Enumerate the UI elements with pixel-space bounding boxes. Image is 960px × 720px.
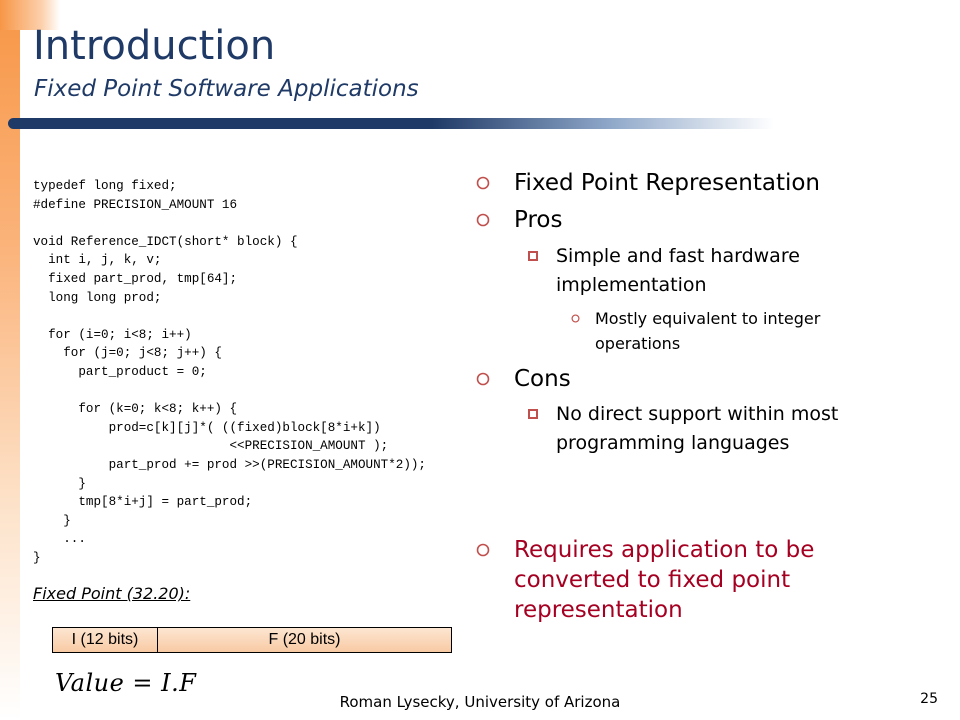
footer-author: Roman Lysecky, University of Arizona	[339, 693, 621, 711]
bullet-text: Pros	[514, 207, 563, 233]
title-underline-cap	[8, 118, 22, 129]
bullet-text: Mostly equivalent to integer operations	[595, 309, 821, 353]
top-accent-gradient	[0, 0, 60, 30]
ring-bullet-icon	[571, 314, 580, 323]
ring-bullet-icon	[476, 372, 490, 386]
slide-title: Introduction	[33, 23, 276, 69]
page-number: 25	[920, 691, 938, 707]
value-formula: Value = I.F	[55, 669, 197, 697]
bullet-text: Requires application to be converted to …	[514, 537, 815, 623]
code-listing: typedef long fixed; #define PRECISION_AM…	[33, 179, 426, 565]
ring-bullet-icon	[476, 213, 490, 227]
ring-bullet-icon	[476, 176, 490, 190]
title-underline	[14, 118, 774, 129]
bullet-text: Cons	[514, 366, 571, 392]
square-bullet-icon	[528, 251, 538, 261]
bullet-text: No direct support within most programmin…	[556, 403, 839, 454]
bullet-text: Fixed Point Representation	[514, 170, 821, 196]
slide-subtitle: Fixed Point Software Applications	[34, 76, 419, 102]
fraction-bits-cell: F (20 bits)	[158, 628, 451, 652]
bit-layout-table: I (12 bits) F (20 bits)	[52, 627, 452, 653]
integer-bits-cell: I (12 bits)	[53, 628, 158, 652]
bullet-text: Simple and fast hardware implementation	[556, 245, 800, 296]
square-bullet-icon	[528, 409, 538, 419]
fixed-point-label: Fixed Point (32.20):	[33, 584, 191, 603]
left-accent-bar	[0, 0, 20, 720]
ring-bullet-icon	[476, 543, 490, 557]
